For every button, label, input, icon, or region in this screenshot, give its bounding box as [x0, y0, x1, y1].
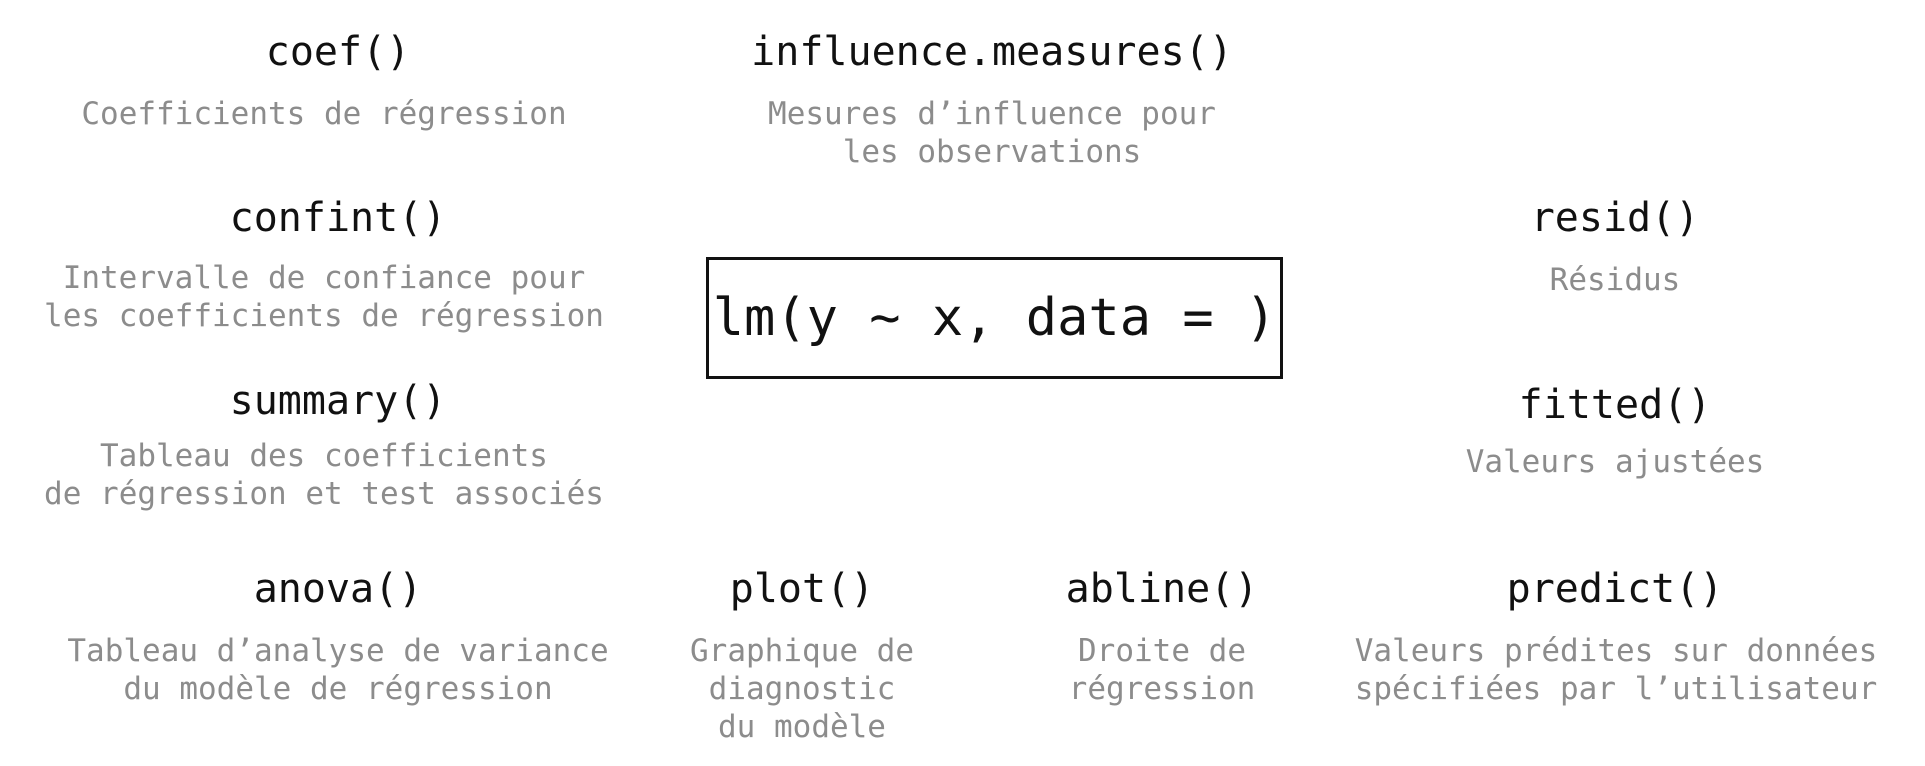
fitted-description: Valeurs ajustées: [1465, 444, 1765, 480]
fitted-function: fitted(): [1518, 382, 1712, 428]
abline-function: abline(): [1065, 566, 1259, 612]
coef-description: Coefficients de régression: [81, 96, 567, 132]
predict-function: predict(): [1506, 566, 1724, 612]
model-call-label: lm(y ~ x, data = ): [712, 288, 1277, 348]
model-call-box: lm(y ~ x, data = ): [706, 257, 1283, 379]
influence-measures-function: influence.measures(): [751, 29, 1233, 75]
resid-description: Résidus: [1549, 262, 1681, 298]
confint-description: Intervalle de confiance pour les coeffic…: [44, 260, 604, 334]
abline-description: Droite de régression: [1068, 633, 1256, 707]
anova-function: anova(): [253, 566, 423, 612]
plot-description: Graphique de diagnostic du modèle: [690, 633, 914, 745]
predict-description: Valeurs prédites sur données spécifiées …: [1354, 633, 1878, 707]
influence-measures-description: Mesures d’influence pour les observation…: [768, 96, 1216, 170]
summary-description: Tableau des coefficients de régression e…: [44, 438, 604, 512]
coef-function: coef(): [265, 29, 411, 75]
resid-function: resid(): [1530, 195, 1700, 241]
summary-function: summary(): [229, 378, 447, 424]
confint-function: confint(): [229, 195, 447, 241]
anova-description: Tableau d’analyse de variance du modèle …: [67, 633, 609, 707]
plot-function: plot(): [729, 566, 875, 612]
